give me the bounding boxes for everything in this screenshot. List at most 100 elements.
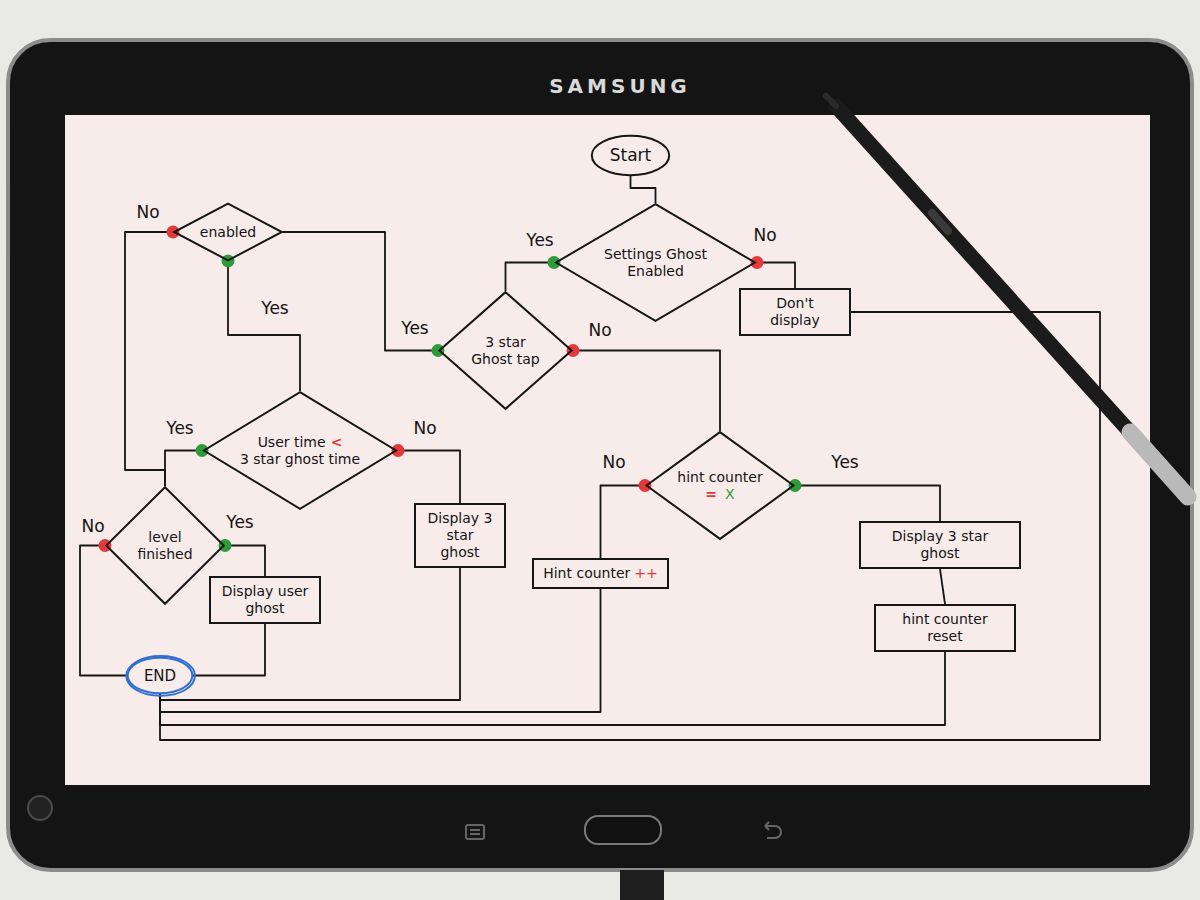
branch-label: Yes xyxy=(829,453,860,472)
branch-label: Yes xyxy=(524,231,555,250)
process-box: Display 3 star ghost xyxy=(859,521,1021,569)
node-text: level finished xyxy=(130,529,200,563)
pen-button xyxy=(932,213,948,231)
menu-key xyxy=(466,825,484,839)
tablet-bezel xyxy=(8,40,1192,870)
shape-outline xyxy=(126,656,195,696)
decision-diamond: hint counter= X xyxy=(645,431,795,540)
end-terminal: END xyxy=(127,657,193,694)
process-box: Display user ghost xyxy=(209,576,321,624)
node-text: Start xyxy=(610,145,652,165)
back-key xyxy=(765,822,781,838)
connector xyxy=(228,261,300,391)
branch-dot xyxy=(548,256,561,269)
shape-outline xyxy=(174,204,282,261)
connector xyxy=(757,263,795,289)
node-label: X xyxy=(725,486,735,502)
node-label: hint counter xyxy=(677,469,762,486)
node-label: Hint counter xyxy=(543,565,630,581)
branch-label: Yes xyxy=(399,319,430,338)
process-box: Don't display xyxy=(739,288,851,336)
shape-outline xyxy=(204,392,396,509)
connector xyxy=(940,569,945,604)
node-label: hint counter reset xyxy=(885,611,1005,645)
node-label: END xyxy=(144,667,176,685)
tablet-screen xyxy=(65,115,1150,785)
branch-dot xyxy=(751,256,764,269)
node-label: User time xyxy=(258,434,326,450)
node-label: 3 star Ghost tap xyxy=(466,334,546,368)
start-terminal: Start xyxy=(591,135,670,176)
shape-outline xyxy=(128,658,193,694)
process-box: hint counter reset xyxy=(874,604,1016,652)
process-box: Hint counter++ xyxy=(532,558,669,589)
node-label: Don't display xyxy=(750,295,840,329)
node-label: 3 star ghost time xyxy=(240,451,360,468)
connector xyxy=(506,263,555,292)
pen-cap xyxy=(1130,432,1188,497)
pen-body xyxy=(836,106,1130,432)
connector xyxy=(160,568,460,700)
node-text: Settings Ghost Enabled xyxy=(593,246,718,280)
branch-label: Yes xyxy=(164,419,195,438)
shape-outline xyxy=(106,487,224,604)
connector xyxy=(165,451,202,487)
diamond-outline xyxy=(645,431,795,540)
connector xyxy=(193,624,265,676)
node-label: enabled xyxy=(200,224,256,241)
decision-diamond: Settings Ghost Enabled xyxy=(554,203,757,322)
connector xyxy=(225,546,265,577)
node-text: Display user ghost xyxy=(220,583,310,617)
node-label: level finished xyxy=(130,529,200,563)
node-label: Display 3 star ghost xyxy=(425,510,495,560)
branch-label: No xyxy=(134,203,161,222)
connector xyxy=(398,451,460,504)
branch-label: No xyxy=(751,226,778,245)
connector xyxy=(573,351,720,432)
decision-diamond: User time <3 star ghost time xyxy=(202,391,398,510)
branch-label: Yes xyxy=(259,299,290,318)
node-text: User time <3 star ghost time xyxy=(240,434,360,468)
decision-diamond: enabled xyxy=(173,203,283,261)
decision-diamond: 3 star Ghost tap xyxy=(438,291,573,410)
node-text: END xyxy=(144,667,176,685)
node-text: 3 star Ghost tap xyxy=(466,334,546,368)
branch-label: No xyxy=(411,419,438,438)
brand-logo: SAMSUNG xyxy=(549,74,691,98)
node-text: Don't display xyxy=(750,295,840,329)
shape-outline xyxy=(439,292,571,409)
shape-outline xyxy=(647,432,794,539)
node-label: = xyxy=(705,486,717,502)
node-label: Display user ghost xyxy=(220,583,310,617)
connector xyxy=(160,589,601,712)
connector xyxy=(160,312,1100,740)
usb-cable xyxy=(620,870,664,900)
shape-outline xyxy=(592,136,669,175)
connector xyxy=(795,486,940,522)
branch-dot xyxy=(392,444,405,457)
branch-dot xyxy=(196,444,209,457)
node-label: Start xyxy=(610,145,652,165)
connector xyxy=(125,232,173,486)
branch-label: No xyxy=(600,453,627,472)
connector xyxy=(631,176,656,203)
branch-label: Yes xyxy=(224,513,255,532)
branch-label: No xyxy=(79,517,106,536)
node-label: < xyxy=(331,434,343,450)
node-text: Hint counter++ xyxy=(543,565,658,582)
node-text: enabled xyxy=(200,224,256,241)
branch-label: No xyxy=(586,321,613,340)
connector xyxy=(283,232,438,351)
node-text: Display 3 star ghost xyxy=(425,510,495,560)
node-label: Settings Ghost Enabled xyxy=(593,246,718,280)
node-text: hint counter= X xyxy=(677,469,762,503)
node-label: ++ xyxy=(634,565,657,581)
process-box: Display 3 star ghost xyxy=(414,503,506,568)
connector xyxy=(160,652,945,725)
decision-diamond: level finished xyxy=(105,486,225,605)
shape-outline xyxy=(556,204,755,321)
camera xyxy=(28,796,52,820)
